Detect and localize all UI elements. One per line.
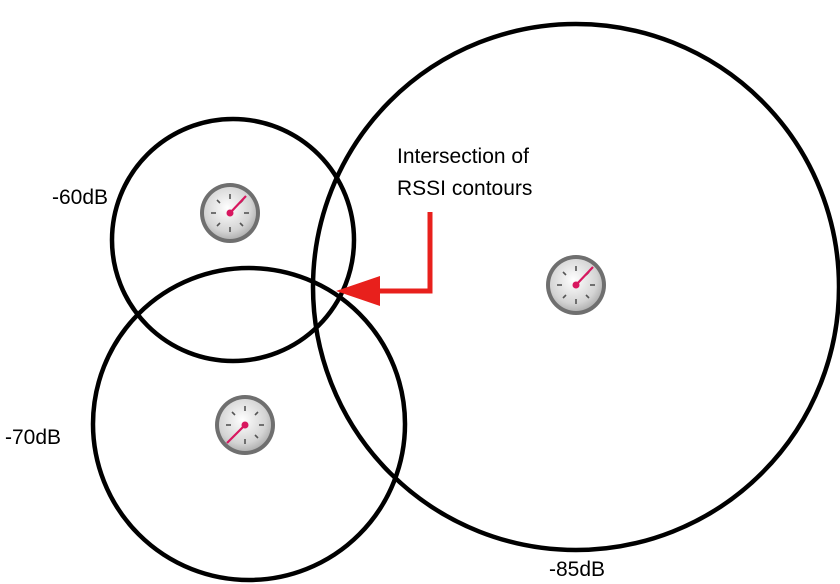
gauge-icon <box>200 183 260 243</box>
annotation-line-2: RSSI contours <box>397 177 532 200</box>
contour-circle-70db <box>90 265 408 583</box>
contour-circle-60db <box>109 116 357 364</box>
rssi-label-60db: -60dB <box>52 186 108 209</box>
rssi-label-70db: -70dB <box>5 426 61 449</box>
rssi-label-85db: -85dB <box>549 558 605 581</box>
contour-circle-85db <box>310 21 840 553</box>
gauge-icon <box>546 255 606 315</box>
intersection-arrow <box>336 212 433 306</box>
gauge-icon <box>215 395 275 455</box>
annotation-line-1: Intersection of <box>397 145 529 168</box>
